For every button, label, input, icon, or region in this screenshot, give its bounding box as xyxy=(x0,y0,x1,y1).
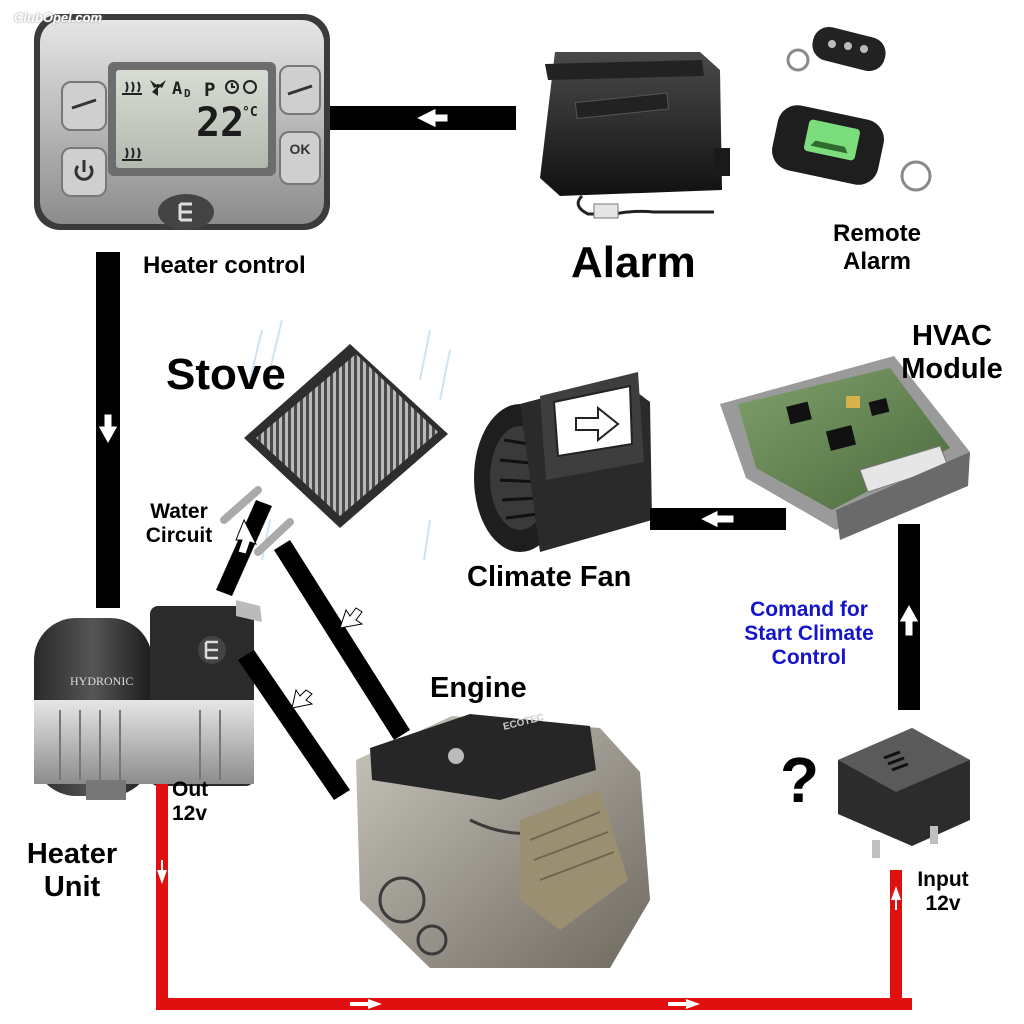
arrow-up-icon xyxy=(891,886,901,910)
command-note-label: Comand for Start Climate Control xyxy=(728,598,890,670)
heater-to-engine-line xyxy=(238,650,350,800)
stove-heater-core xyxy=(220,319,451,561)
hvac-module-label: HVAC Module xyxy=(890,320,1014,387)
seat-heat-icon xyxy=(122,147,142,161)
out-12v-line2: 12v xyxy=(172,802,208,826)
input-12v-line1: Input xyxy=(917,868,969,891)
water-circuit-label: Water Circuit xyxy=(132,500,226,548)
engine-label: Engine xyxy=(430,672,527,704)
input-12v-line xyxy=(890,870,902,1010)
heater-unit-hydronic: HYDRONIC xyxy=(34,600,262,800)
relay-box xyxy=(838,728,970,858)
heater-unit-label: Heater Unit xyxy=(14,838,130,905)
lcd-temperature: 22 xyxy=(196,100,244,146)
climate-fan-blower xyxy=(474,372,652,552)
minus-icon xyxy=(71,98,97,110)
relay-unknown-symbol: ? xyxy=(780,744,820,816)
water-circuit-line2: Circuit xyxy=(145,524,213,548)
engine-ecotec: ECOTEC xyxy=(356,712,650,968)
arrow-up-icon xyxy=(235,518,257,555)
heater-control-panel: A D P 22 °C OK xyxy=(34,14,330,230)
power-arrows xyxy=(157,860,901,1009)
heater-ok-button[interactable] xyxy=(279,131,321,185)
command-note-line1: Comand for xyxy=(750,598,868,621)
arrow-right-icon xyxy=(350,999,382,1009)
heater-minus-button[interactable] xyxy=(61,81,107,131)
flame-icon xyxy=(122,81,142,95)
key-ring-icon xyxy=(786,48,932,192)
remote-alarm-fobs xyxy=(772,26,932,192)
power-icon xyxy=(74,160,94,181)
arrow-up-icon xyxy=(898,602,920,637)
heater-unit-line1: Heater xyxy=(26,838,118,870)
water-circuit-line1: Water xyxy=(150,500,208,523)
stove-label: Stove xyxy=(166,350,286,399)
lcd-p-indicator: P xyxy=(204,79,215,101)
alarm-label: Alarm xyxy=(571,238,696,287)
hvac-module-line1: HVAC xyxy=(911,320,993,352)
hvac-module-ecu xyxy=(720,356,970,540)
arrow-down-icon xyxy=(157,860,167,884)
arrow-down-icon xyxy=(97,413,119,446)
fan-icon xyxy=(150,80,166,96)
lcd-mode-letter: A xyxy=(172,79,182,99)
hvac-module-line2: Module xyxy=(901,353,1003,386)
input-12v-line2: 12v xyxy=(925,892,961,916)
airflow-arrow-icon xyxy=(575,405,620,443)
heater-control-label: Heater control xyxy=(143,252,306,279)
arrow-down-icon xyxy=(339,607,364,629)
remote-alarm-line2: Alarm xyxy=(842,247,912,275)
stove-to-engine-line xyxy=(274,540,410,740)
out-12v-label: Out 12v xyxy=(172,778,208,826)
flow-arrows xyxy=(97,107,920,709)
command-note-line2: Start Climate xyxy=(744,622,874,646)
input-12v-label: Input 12v xyxy=(910,868,976,916)
command-note-line3: Control xyxy=(771,646,847,670)
hydronic-brand-text: HYDRONIC xyxy=(70,674,133,688)
bottom-12v-line xyxy=(156,998,912,1010)
lcd-mode-sub: D xyxy=(184,87,191,100)
arrow-left-icon xyxy=(414,107,449,129)
power-lines xyxy=(156,784,912,1010)
lcd-temperature-unit: °C xyxy=(242,105,258,120)
heater-lcd-screen xyxy=(116,70,268,168)
alarm-unit xyxy=(540,52,730,219)
arrow-down-icon xyxy=(291,688,314,709)
watermark: ClubOpel.com xyxy=(14,10,103,25)
climate-fan-label: Climate Fan xyxy=(467,561,632,593)
arrow-left-icon xyxy=(698,509,735,529)
remote-alarm-line1: Remote xyxy=(832,220,922,247)
clock-icon xyxy=(225,80,257,94)
ok-button-label: OK xyxy=(290,141,311,157)
remote-alarm-label: Remote Alarm xyxy=(818,220,936,275)
arrow-right-icon xyxy=(668,999,700,1009)
plus-icon xyxy=(287,84,313,96)
out-12v-line xyxy=(156,784,168,1010)
heater-unit-line2: Unit xyxy=(43,871,101,904)
out-12v-line1: Out xyxy=(172,778,209,801)
